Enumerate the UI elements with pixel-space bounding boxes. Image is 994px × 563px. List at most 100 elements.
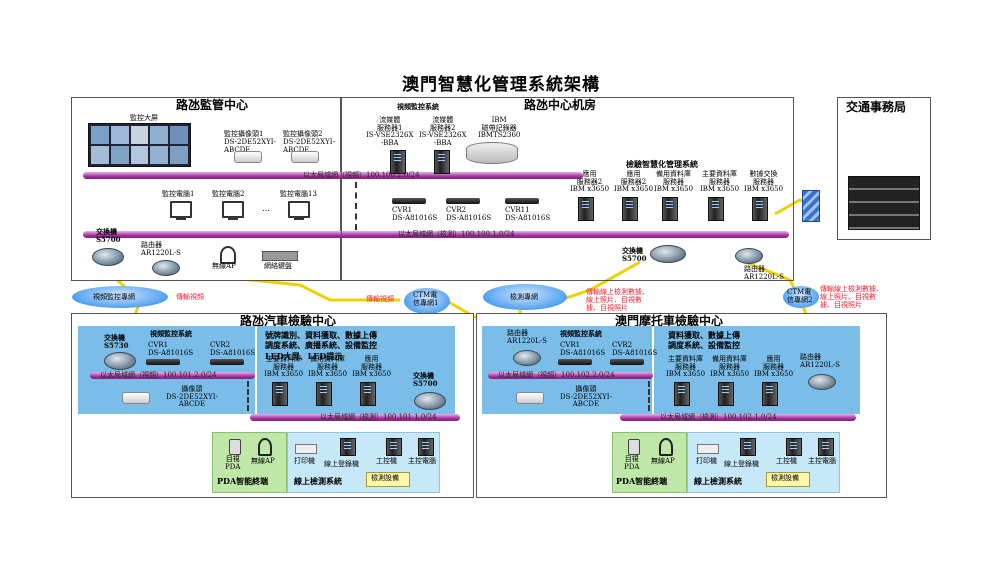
car-login-label: 線上登錄機: [324, 460, 359, 468]
car-pda-title: PDA智能終端: [217, 476, 269, 486]
video-wall: [88, 123, 191, 167]
center-router-icon: [735, 248, 763, 264]
car-video-panel: [78, 326, 255, 414]
ctm-cloud-2: [783, 286, 819, 308]
car-cvr1-icon: [146, 359, 180, 365]
cvr2-icon: [446, 198, 480, 204]
moto-work-icon: [786, 438, 802, 456]
car-switch-icon: [104, 352, 136, 370]
moto-router-icon: [513, 350, 541, 366]
ctm-cloud-1-label: CTM電信專網1: [413, 291, 439, 307]
moto-device-box: [766, 472, 810, 487]
center-room: [341, 97, 794, 281]
road-router-icon: [152, 260, 180, 276]
moto-printer-icon: [697, 444, 719, 454]
firewall-icon: [802, 190, 820, 222]
traffic-header: 交通事務局: [846, 100, 907, 114]
video-note: 傳輸視頻: [176, 293, 204, 301]
moto-video-panel: [482, 326, 652, 414]
moto-login-label: 線上登錄機: [724, 460, 759, 468]
center-server-icon: [752, 197, 768, 221]
pc1-icon: [170, 201, 192, 220]
moto-cvr2-icon: [610, 359, 644, 365]
inspection-system-title: 檢驗智慧化管理系統: [626, 159, 698, 169]
moto-server-icon: [718, 382, 734, 406]
cvr11-icon: [505, 198, 539, 204]
car-online-title: 線上檢測系統: [294, 476, 342, 486]
car-login-icon: [340, 438, 356, 456]
car-main-icon: [418, 438, 434, 456]
moto-video-system: 視頻監控系統: [560, 329, 602, 338]
pc13-icon: [288, 201, 310, 220]
car-server-icon: [360, 382, 376, 406]
car-panel-arrow: [247, 381, 249, 411]
car-printer-icon: [295, 444, 317, 454]
center-server-icon: [622, 197, 638, 221]
ctm-cloud-1: [404, 288, 450, 314]
moto-video-bus: 以太局域網（視頻）100.102.2.0/24: [488, 372, 653, 379]
wireless-ap-icon: [220, 246, 236, 264]
video-inspect-arrow: [355, 182, 357, 230]
center-switch-icon: [650, 245, 686, 263]
car-center-header: 路氹汽車檢驗中心: [240, 314, 337, 328]
pc-ellipsis: …: [262, 204, 270, 213]
car-ap-label: 無線AP: [251, 457, 275, 465]
moto-login-icon: [740, 438, 756, 456]
wireless-ap-label: 無線AP: [212, 262, 236, 270]
keyboard-label: 網絡鍵盤: [264, 262, 292, 270]
video-note-2: 傳輸視頻: [366, 295, 394, 303]
inspect-note: 傳輸線上檢測數據、線上照片、目視數據、目視照片: [586, 288, 649, 313]
car-work-label: 工控機: [376, 457, 397, 465]
pc13-label: 監控電腦13: [280, 190, 317, 198]
moto-work-label: 工控機: [776, 457, 797, 465]
moto-ap-icon: [659, 438, 673, 456]
car-switch2-icon: [414, 392, 446, 410]
moto-pda-title: PDA智能終端: [616, 476, 668, 486]
moto-camera-icon: [516, 392, 544, 404]
camera1-icon: [234, 151, 262, 163]
center-video-system: 視頻監控系統: [397, 102, 439, 111]
center-server-icon: [708, 197, 724, 221]
car-pda-panel: [212, 432, 287, 493]
moto-panel-arrow: [648, 381, 650, 411]
road-control-header: 路氹監管中心: [176, 98, 249, 112]
pc2-icon: [222, 201, 244, 220]
stream1-icon: [390, 150, 406, 174]
moto-online-title: 線上檢測系統: [694, 476, 742, 486]
bus-inspect: 以太局域網（檢測）100.100.1.0/24: [83, 231, 789, 238]
moto-cvr1-icon: [558, 359, 592, 365]
bus-video: 以太局域網（視頻）100.100.2.0/24: [83, 172, 583, 179]
car-printer-label: 打印機: [294, 457, 315, 465]
moto-online-panel: [687, 432, 840, 493]
ctm-cloud-2-label: CTM電信專網2: [787, 288, 813, 304]
car-main-label: 主控電腦: [408, 457, 436, 465]
car-pda-icon: [229, 439, 241, 455]
car-online-panel: [287, 432, 440, 493]
car-server-icon: [316, 382, 332, 406]
video-cloud: [72, 286, 168, 308]
keyboard-icon: [262, 251, 298, 261]
moto-inspect-bus: 以太局域網（檢測）100.102.1.0/24: [620, 414, 856, 421]
car-server-icon: [272, 382, 288, 406]
